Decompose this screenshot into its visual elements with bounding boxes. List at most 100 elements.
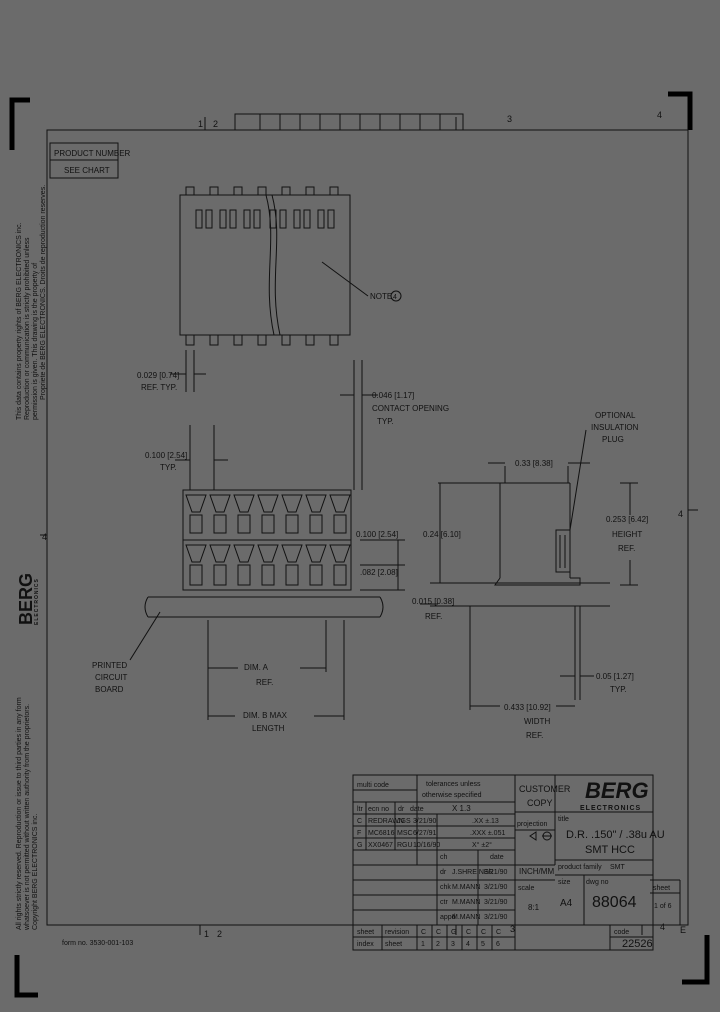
printed-circuit-board bbox=[129, 596, 384, 661]
rev-header-date: date bbox=[410, 806, 424, 813]
tol-row-1: .XX ±.13 bbox=[472, 818, 499, 825]
rev-3-ltr: G bbox=[357, 842, 362, 849]
tolerances-line-2: otherwise specified bbox=[422, 792, 482, 799]
optional-plug-1: OPTIONAL bbox=[595, 411, 636, 420]
tol-row-3: X° ±2° bbox=[472, 841, 492, 849]
units-label: INCH/MM bbox=[519, 867, 554, 876]
contact-opening-label: CONTACT OPENING bbox=[372, 404, 449, 413]
sheet-num-6: 6 bbox=[496, 941, 500, 948]
rev-letter-6: C bbox=[496, 929, 501, 936]
title-label: title bbox=[558, 816, 569, 823]
zone-side-right: 4 bbox=[678, 509, 683, 519]
size-value: A4 bbox=[560, 898, 573, 909]
zone-labels: 1 2 3 4 1 2 3 4 4 4 E bbox=[42, 110, 686, 939]
code-label: code bbox=[614, 929, 629, 936]
rev-letter-2: C bbox=[436, 929, 441, 936]
sign-header-date: date bbox=[490, 854, 504, 861]
scale-ratio: X 1.3 bbox=[452, 804, 471, 813]
dwg-no-label: dwg no bbox=[586, 879, 609, 886]
width-ref-1: WIDTH bbox=[524, 717, 550, 726]
bottom-sheet-label: sheet bbox=[357, 929, 374, 936]
sign-3-name: M.MANN bbox=[452, 899, 480, 906]
sign-4-name: M.MANN bbox=[452, 914, 480, 921]
product-family-value: SMT bbox=[610, 864, 626, 871]
dim-024-label: 0.24 [6.10] bbox=[423, 530, 461, 539]
sheet-num-5: 5 bbox=[481, 941, 485, 948]
sidebar-notice-bottom-1: All rights strictly reserved. Reproducti… bbox=[16, 697, 23, 930]
contact-opening-typ: TYP. bbox=[377, 417, 394, 426]
dim-005-label: 0.05 [1.27] bbox=[596, 672, 634, 681]
product-number-box: PRODUCT NUMBER SEE CHART bbox=[49, 142, 131, 179]
sign-3-role: ctr bbox=[440, 899, 448, 906]
dim-0029-ref: REF. TYP. bbox=[141, 383, 177, 392]
customer-label: CUSTOMER bbox=[519, 784, 571, 794]
sidebar-berg-sub: ELECTRONICS bbox=[34, 578, 40, 625]
sheet-num-2: 2 bbox=[436, 941, 440, 948]
bottom-sheet2-label: sheet bbox=[385, 941, 402, 948]
dim-005-typ: TYP. bbox=[610, 685, 627, 694]
product-number-title: PRODUCT NUMBER bbox=[54, 149, 131, 158]
sign-4-date: 3/21/90 bbox=[484, 914, 507, 921]
corner-marks bbox=[9, 91, 710, 998]
rev-1-date: 3/21/90 bbox=[413, 818, 436, 825]
top-pin-row bbox=[185, 186, 339, 196]
dim-033-label: 0.33 [8.38] bbox=[515, 459, 553, 468]
rev-2-date: 6/27/91 bbox=[413, 830, 436, 837]
connector-top-view bbox=[179, 186, 402, 346]
title-line-1: D.R. .150" / .38u AU bbox=[566, 829, 665, 841]
code-value: 22526 bbox=[622, 938, 653, 950]
zone-bottom-1: 1 bbox=[204, 929, 209, 939]
dim-0046-label: 0.046 [1.17] bbox=[372, 391, 414, 400]
height-ref-1: HEIGHT bbox=[612, 530, 642, 539]
dim-0100-right-label: 0.100 [2.54] bbox=[356, 530, 398, 539]
rev-1-dr: JGS bbox=[397, 818, 411, 825]
zone-side-left: 4 bbox=[42, 532, 47, 542]
dim-a-ref: REF. bbox=[256, 678, 273, 687]
title-block bbox=[352, 774, 681, 951]
tol-row-2: .XXX ±.051 bbox=[470, 830, 505, 837]
bottom-pin-row bbox=[185, 334, 339, 346]
width-ref-2: REF. bbox=[526, 731, 543, 740]
sidebar-notice-top-3: permission is given. This drawing is the… bbox=[32, 262, 39, 420]
zone-bottom-4: 4 bbox=[660, 922, 665, 932]
dim-b-label: DIM. B MAX bbox=[243, 711, 288, 720]
sign-3-date: 3/21/90 bbox=[484, 899, 507, 906]
size-label: size bbox=[558, 879, 571, 886]
dim-082-label: .082 [2.08] bbox=[360, 568, 398, 577]
bottom-revision-label: revision bbox=[385, 929, 409, 936]
dwg-no: 88064 bbox=[592, 894, 637, 911]
rev-header-dr: dr bbox=[398, 806, 405, 813]
scale-label: scale bbox=[518, 885, 534, 892]
contact-cells-top bbox=[185, 494, 351, 534]
dim-0100-top-label: 0.100 [2.54] bbox=[145, 451, 187, 460]
front-view-dimensions bbox=[175, 360, 405, 720]
rev-letter-5: C bbox=[481, 929, 486, 936]
form-number: form no. 3530-001-103 bbox=[62, 940, 133, 947]
sign-2-name: M.MANN bbox=[452, 884, 480, 891]
sign-2-role: chk bbox=[440, 884, 451, 891]
rev-letter-1: C bbox=[421, 929, 426, 936]
title-line-2: SMT HCC bbox=[585, 844, 635, 856]
sidebar-notice-top-1: This data contains property rights of BE… bbox=[16, 222, 23, 420]
svg-text:ELECTRONICS: ELECTRONICS bbox=[580, 805, 641, 812]
rev-letter-4: C bbox=[466, 929, 471, 936]
sidebar-notice-bottom-3: Copyright BERG ELECTRONICS inc. bbox=[32, 813, 39, 930]
dim-0029 bbox=[170, 350, 206, 392]
rev-2-ltr: F bbox=[357, 830, 361, 837]
zone-top-1: 1 bbox=[198, 119, 203, 129]
sidebar-notice-bottom-2: whatsoever is not permitted without writ… bbox=[24, 703, 31, 930]
top-revision-strip bbox=[234, 113, 464, 131]
copy-label: COPY bbox=[527, 798, 553, 808]
contact-slots bbox=[195, 209, 335, 229]
optional-plug-3: PLUG bbox=[602, 435, 624, 444]
sheet-num-3: 3 bbox=[451, 941, 455, 948]
zone-bottom-2: 2 bbox=[217, 929, 222, 939]
rev-3-date: 10/16/90 bbox=[413, 842, 440, 849]
product-number-value: SEE CHART bbox=[64, 166, 110, 175]
zone-top-2: 2 bbox=[213, 119, 218, 129]
zone-bottom-3: 3 bbox=[510, 924, 515, 934]
berg-logo-titleblock: BERG ELECTRONICS bbox=[580, 778, 649, 812]
rev-header-ltr: ltr bbox=[357, 806, 364, 813]
connector-side-view bbox=[420, 429, 638, 710]
